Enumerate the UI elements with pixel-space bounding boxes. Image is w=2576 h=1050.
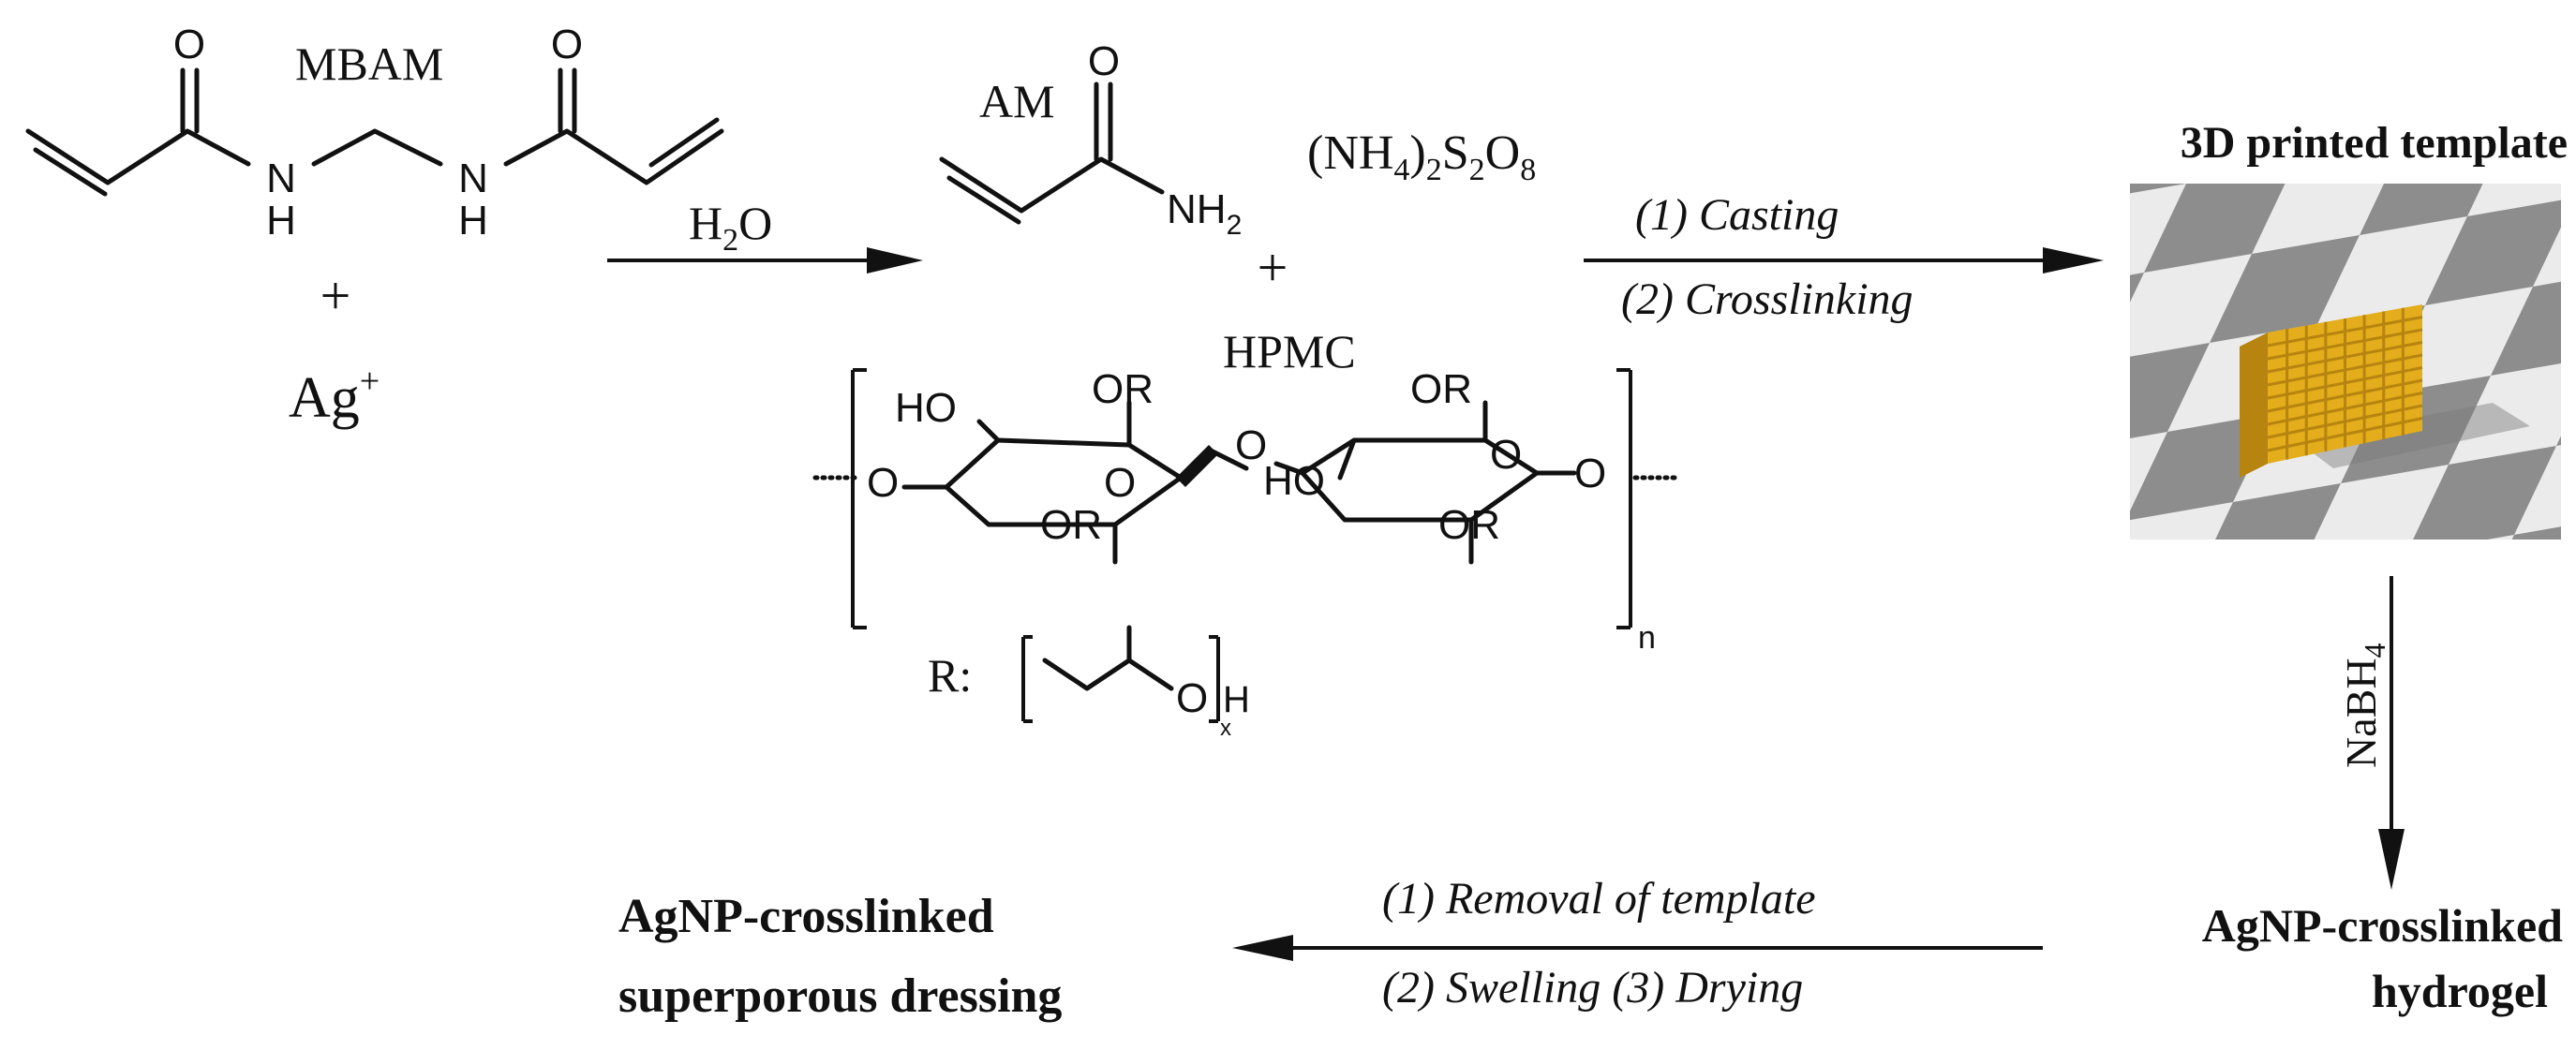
checker-tile [2130,413,2275,521]
scaffold-strut [2267,417,2423,452]
step-crosslinking-label: (2) Crosslinking [1621,274,1913,324]
mbam-o-right: O [551,22,583,67]
acrylamide-structure: O NH2 [939,38,1242,241]
hpmc-subscript-n: n [1638,620,1656,656]
plus-sign-1: + [320,265,351,326]
checker-tile [2360,184,2483,235]
scaffold-side [2240,333,2268,478]
silver-ion: Ag+ [289,362,380,430]
template-title: 3D printed template [2181,118,2568,168]
hpmc-or-1: OR [1092,366,1154,412]
hpmc-ho-1: HO [895,385,957,431]
mbam-h-left: H [266,198,296,244]
hpmc-or-4: OR [1438,502,1500,548]
scaffold-strut [2267,353,2423,387]
r-group-o: O [1176,675,1208,721]
hpmc-o-left: O [867,460,899,506]
arrow-reduction [2378,576,2405,890]
reduction-label: NaBH4 [2337,643,2391,768]
step-swelling-drying-label: (2) Swelling (3) Drying [1382,963,1803,1013]
step-casting-label: (1) Casting [1635,190,1839,240]
scaffold-strut [2267,341,2423,374]
r-group-label: R: [928,649,972,702]
scaffold-strut [2267,404,2423,439]
hpmc-o-ring-1: O [1104,460,1136,506]
mbam-n-left: N [266,155,296,201]
checker-tile [2130,184,2186,194]
checker-tile [2215,483,2341,540]
scaffold-strut [2267,316,2423,348]
mbam-o-left: O [173,22,205,67]
checker-tile [2511,526,2561,540]
plus-sign-2: + [1258,237,1288,298]
hydrogel-line-1: AgNP-crosslinked [2202,899,2563,952]
checker-tile [1910,451,2060,558]
scaffold-strut [2267,328,2423,361]
scaffold-strut [2267,366,2423,400]
checker-tile [2491,281,2561,376]
scaffold-strut [2267,392,2423,426]
checker-tile [2425,200,2561,305]
am-amine: NH2 [1167,186,1242,241]
mbam-n-right: N [458,155,488,201]
arrow-final [1232,935,2043,961]
hpmc-ho-2: HO [1263,458,1325,504]
mbam-label: MBAM [295,37,443,90]
hydrogel-line-2: hydrogel [2372,965,2548,1017]
template-render [1825,20,2576,736]
r-group-h: H [1223,679,1250,720]
hpmc-o-bridge: O [1235,422,1267,468]
checker-tile [2509,20,2576,127]
mbam-structure: O N H N H O [25,22,724,244]
checker-tile [1825,629,1975,736]
checker-tile [2041,591,2191,699]
am-label: AM [979,75,1055,127]
am-oxygen: O [1088,38,1120,84]
hpmc-or-2: OR [1040,502,1102,548]
checker-tile [2130,273,2144,303]
checker-tile [2144,184,2286,273]
dressing-line-2: superporous dressing [618,969,1062,1023]
checker-tile [2413,446,2556,540]
aps-label: (NH4)2S2O8 [1307,126,1536,187]
mbam-h-right: H [458,198,488,244]
step-removal-label: (1) Removal of template [1382,874,1816,924]
checker-tile [1975,521,2125,629]
hpmc-structure: HO OR O O OR O OR HO O OR O n R: O H x [812,366,1680,741]
hpmc-label: HPMC [1223,325,1356,377]
scaffold-grid [2267,307,2423,460]
hpmc-or-3: OR [1410,366,1472,412]
checker-tile [2556,436,2561,446]
scaffold-strut [2267,378,2423,413]
arrow-water [607,247,923,274]
water-label: H2O [689,197,772,258]
r-group-x: x [1220,716,1231,741]
checker-tile [2210,235,2360,343]
dressing-line-1: AgNP-crosslinked [618,890,994,943]
hpmc-o-ring-2: O [1490,432,1522,478]
checker-tile [2130,343,2210,438]
arrow-casting [1584,247,2104,274]
hpmc-o-right: O [1574,451,1606,496]
